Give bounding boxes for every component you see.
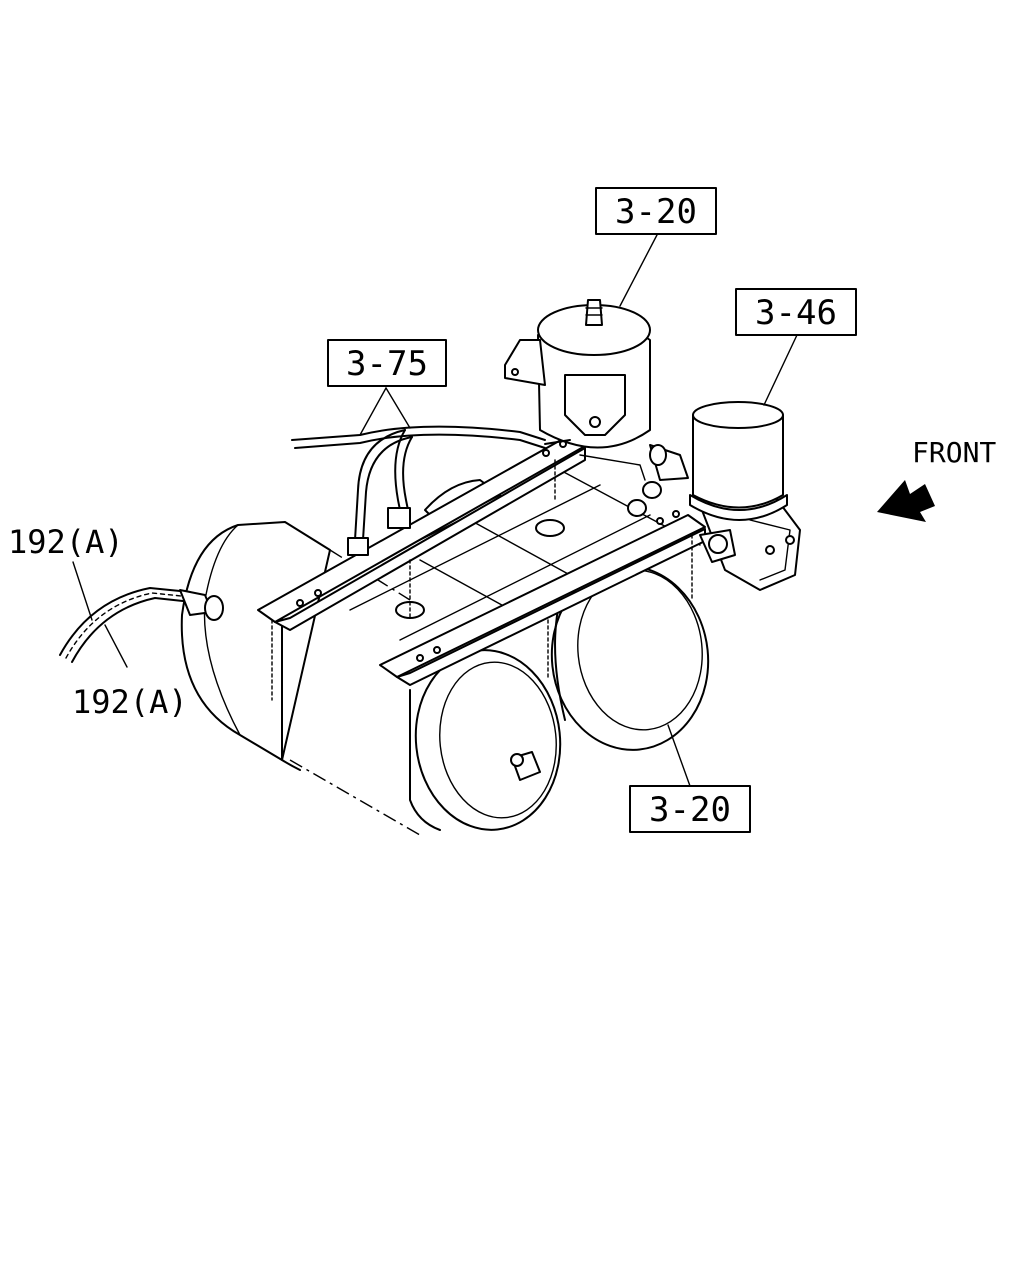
- air-dryer: [579, 401, 801, 591]
- callout-pipes: 3-75: [327, 339, 447, 387]
- callout-air-dryer: 3-46: [735, 288, 857, 336]
- callout-hose-lower-label: 192(A): [72, 683, 188, 721]
- callout-reservoir-front-label: 3-20: [649, 790, 731, 830]
- front-arrow-icon: [877, 480, 935, 522]
- callout-pipes-label: 3-75: [346, 344, 428, 384]
- leader-lines: [72, 232, 798, 787]
- top-reservoir: [504, 299, 651, 449]
- corrugated-hose: [59, 587, 224, 663]
- callout-hose-upper-label: 192(A): [8, 523, 124, 561]
- mounting-frame: [257, 435, 706, 761]
- callout-reservoir-top-label: 3-20: [615, 192, 697, 232]
- front-air-tanks: [409, 565, 710, 831]
- callout-air-dryer-label: 3-46: [755, 293, 837, 333]
- callout-reservoir-front: 3-20: [629, 785, 751, 833]
- left-air-tank: [180, 521, 421, 836]
- front-direction-label: FRONT: [912, 436, 996, 469]
- callout-reservoir-top: 3-20: [595, 187, 717, 235]
- air-pipes: [291, 425, 571, 556]
